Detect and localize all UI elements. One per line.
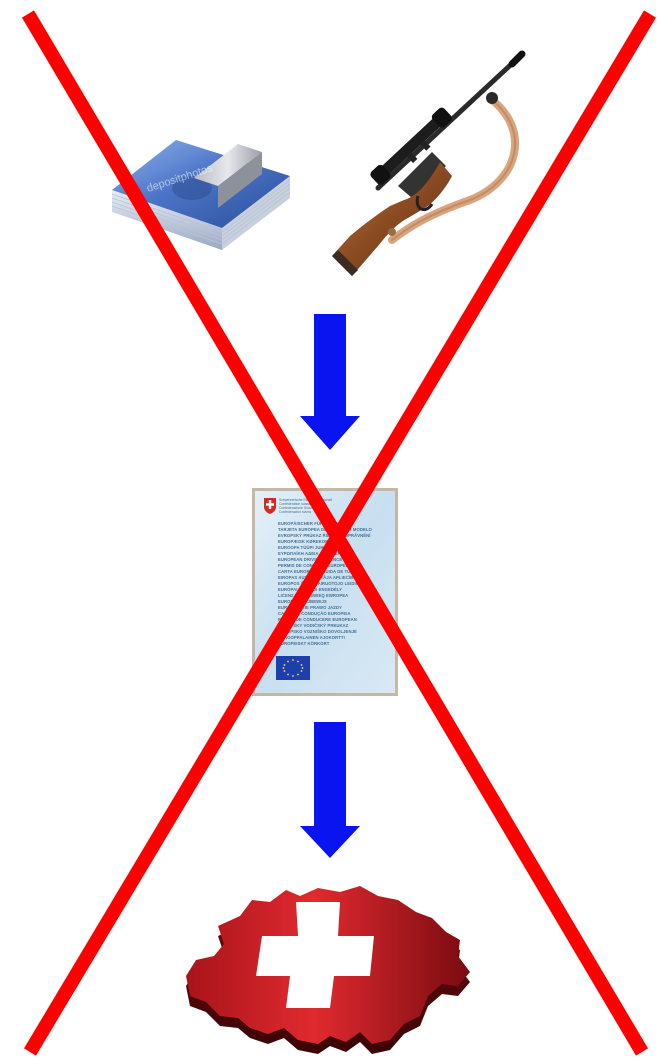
license-line: EUROPEISKT KÖRKORT — [278, 641, 330, 646]
license-header-line: Confederaziun svizra — [279, 510, 311, 514]
license-line: LIĊENZJA TAS-SWIEQ EWROPEA — [278, 593, 348, 598]
license-line: EUROOPPALAINEN AJOKORTTI — [278, 635, 345, 640]
hunting-rifle-icon — [332, 54, 522, 276]
license-line: EUROPÆISK KØREKORT — [278, 539, 331, 544]
license-line: EVROPSKÝ PRŮKAZ ŘIDIČSKÉ OPRÁVNĚNÍ — [278, 533, 371, 538]
switzerland-flag-map-icon — [186, 886, 470, 1054]
arrow-down-icon — [300, 722, 360, 858]
banknote-stack-icon: depositphotos — [112, 116, 290, 250]
eu-flag-icon — [276, 656, 310, 680]
license-line: EUROPOS ŠALIS VAIRUOTOJO LEIDIMAS — [278, 581, 365, 586]
arrow-down-icon — [300, 314, 360, 450]
